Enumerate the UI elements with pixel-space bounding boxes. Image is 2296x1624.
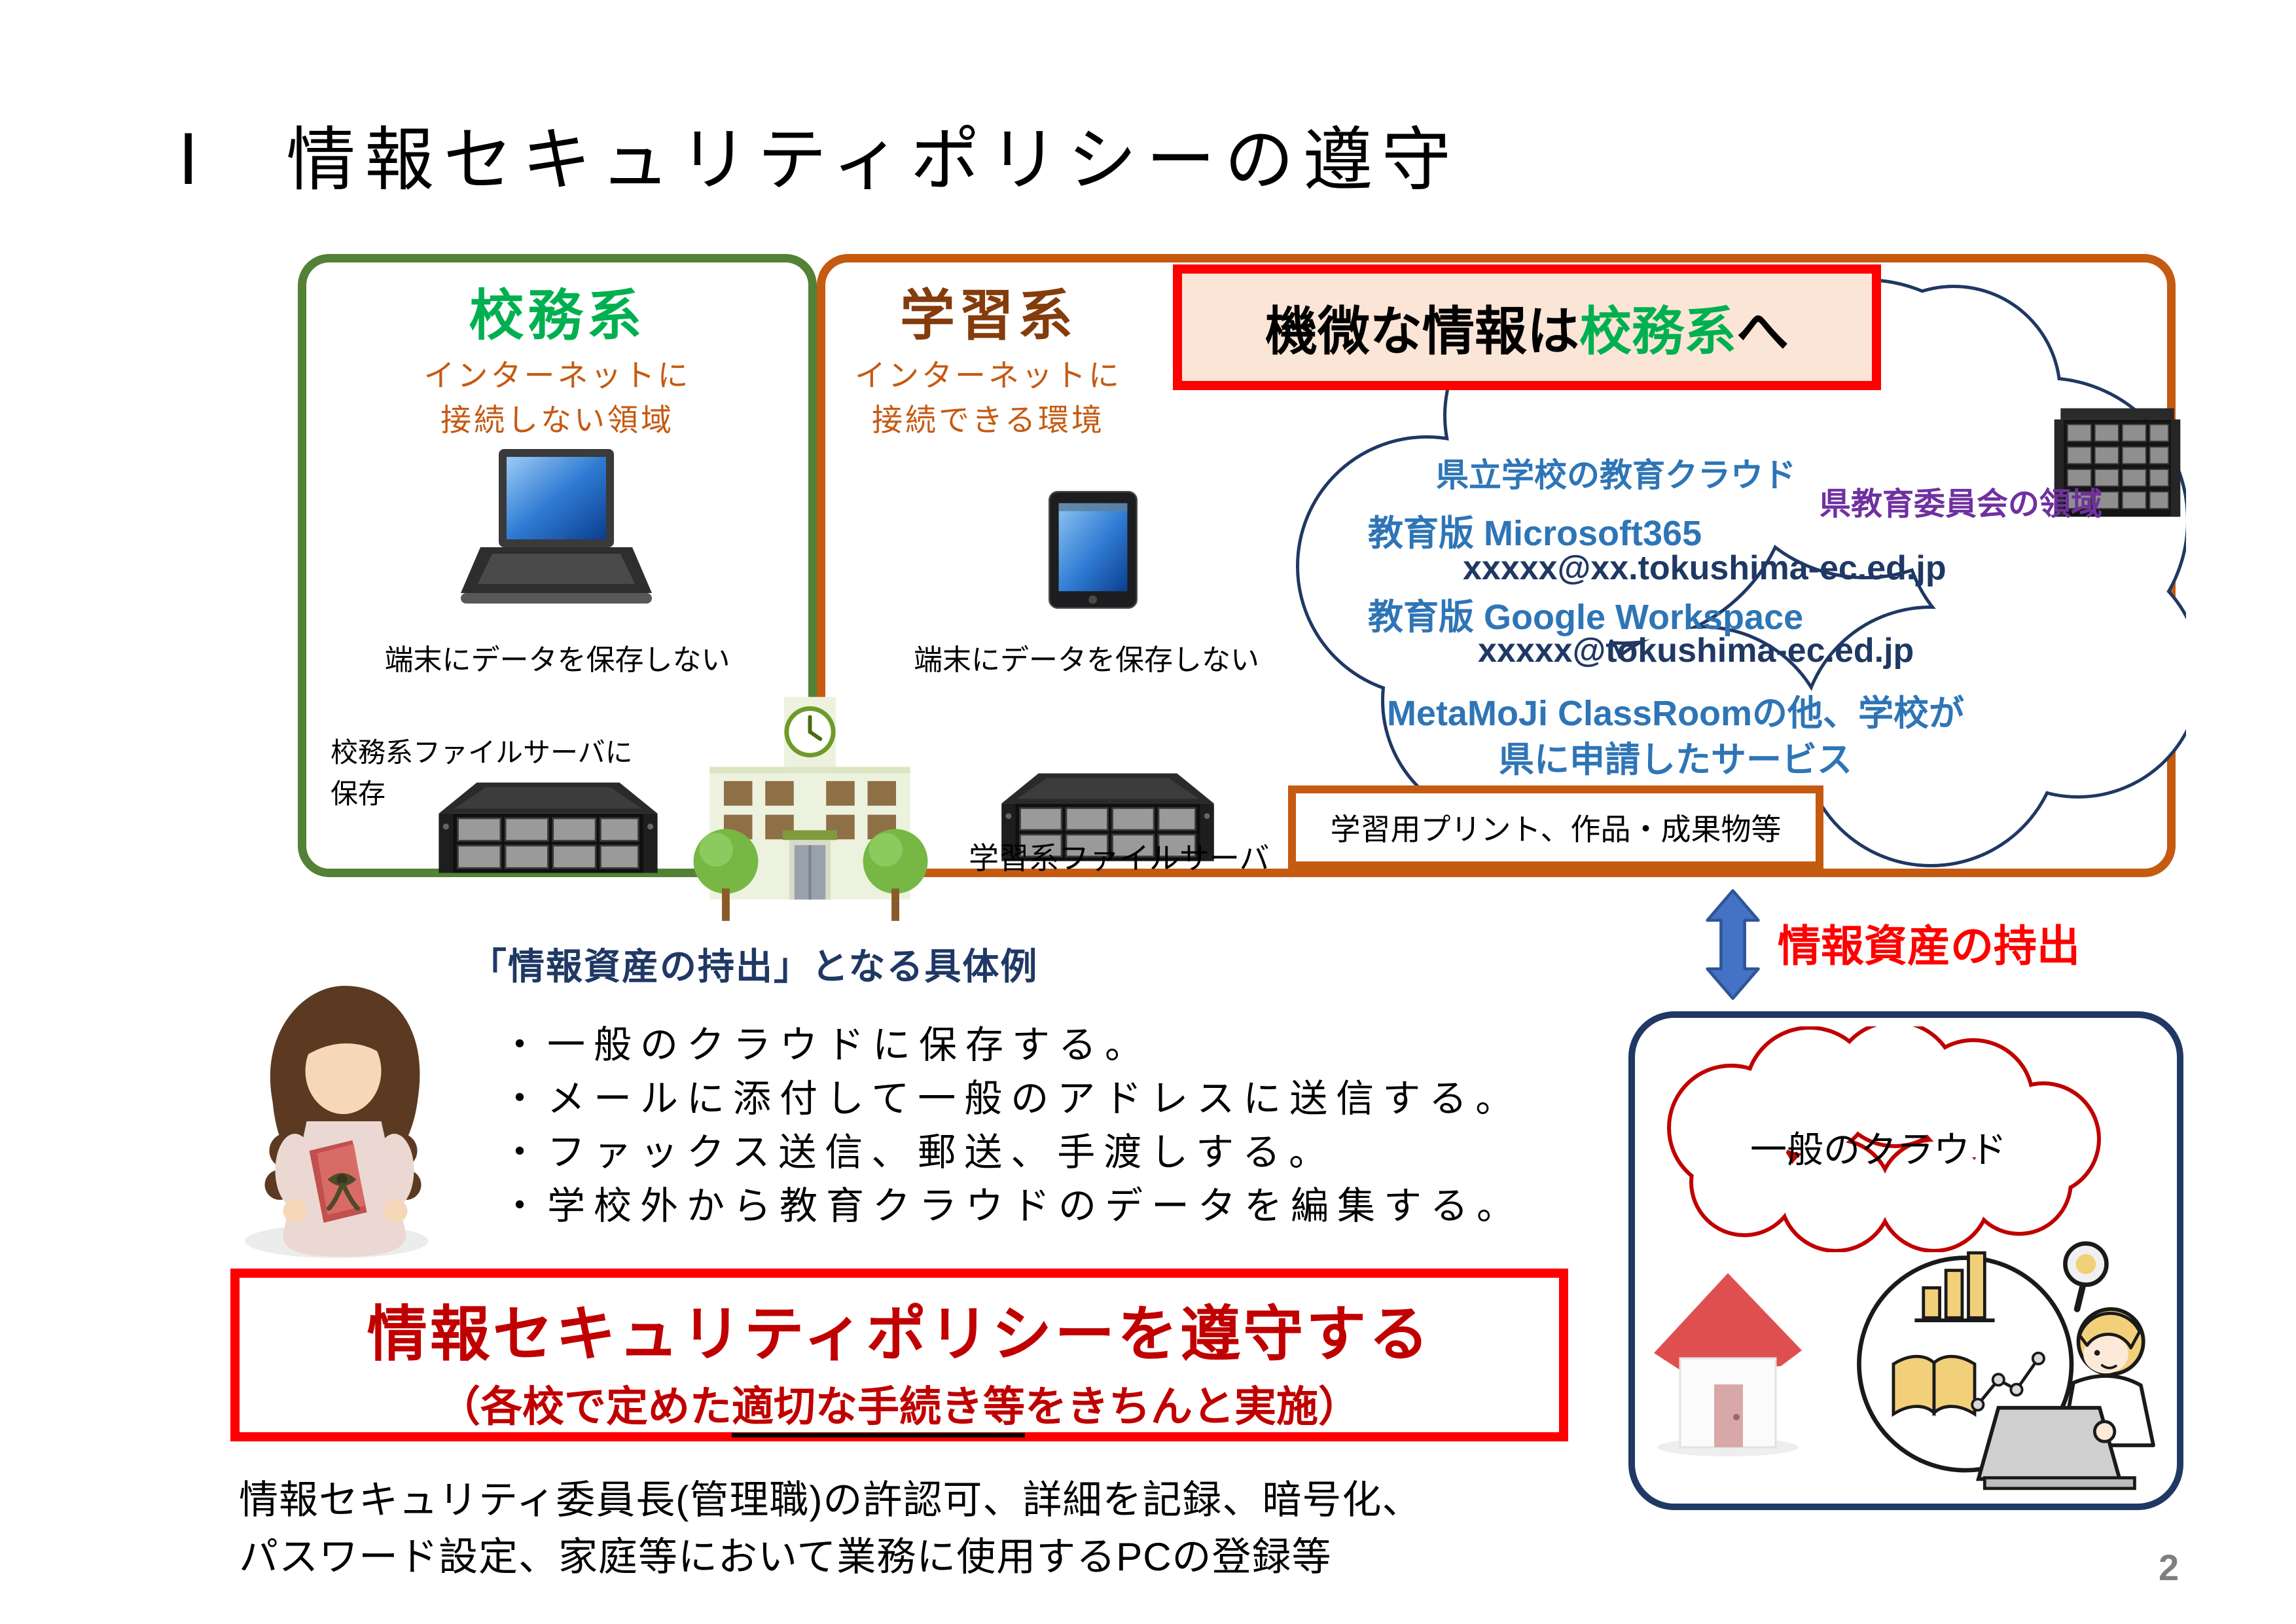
sensitive-info-banner: 機微な情報は校務系へ — [1173, 264, 1881, 390]
school-affairs-subtitle-line1: インターネットに — [423, 358, 691, 393]
examples-list: ・一般のクラウドに保存する。 ・メールに添付して一般のアドレスに送信する。 ・フ… — [501, 1019, 1523, 1233]
google-workspace-account: xxxxx@tokushima-ec.ed.jp — [1478, 632, 1914, 670]
service-google-workspace: 教育版 Google Workspace — [1368, 598, 1804, 637]
learning-title: 学習系 — [899, 285, 1077, 346]
banner-highlight: 校務系 — [1579, 302, 1736, 361]
compliance-sub-underlined: 適切な手続き等 — [732, 1383, 1025, 1437]
school-affairs-title: 校務系 — [469, 285, 646, 346]
learning-materials-box: 学習用プリント、作品・成果物等 — [1288, 785, 1823, 869]
school-affairs-subtitle: インターネットに 接続しない領域 — [298, 353, 817, 442]
learning-subtitle-line2: 接続できる環境 — [871, 403, 1105, 438]
takeout-label: 情報資産の持出 — [1778, 922, 2080, 970]
compliance-subline: （各校で定めた適切な手続き等をきちんと実施） — [230, 1373, 1568, 1437]
footnote-line2: パスワード設定、家庭等において業務に使用するPCの登録等 — [239, 1535, 1332, 1579]
school-affairs-file-server-icon — [439, 782, 658, 873]
example-item-4: ・学校外から教育クラウドのデータを編集する。 — [501, 1185, 1524, 1227]
examples-heading: 「情報資産の持出」となる具体例 — [470, 946, 1039, 987]
page-title: Ⅰ 情報セキュリティポリシーの遵守 — [178, 122, 1460, 199]
school-affairs-terminal-note: 端末にデータを保存しない — [384, 644, 730, 676]
magnifier-icon — [2063, 1241, 2109, 1312]
banner-prefix: 機微な情報は — [1265, 302, 1579, 361]
banner-suffix: へ — [1736, 302, 1789, 361]
learning-terminal-note: 端末にデータを保存しない — [914, 644, 1259, 676]
learning-subtitle-line1: インターネットに — [855, 358, 1122, 393]
cloud-server-icon — [2054, 408, 2181, 517]
service-microsoft365: 教育版 Microsoft365 — [1368, 514, 1702, 553]
prefecture-board-area-label: 県教育委員会の領域 — [1820, 487, 2103, 522]
school-building-icon — [693, 696, 928, 921]
takeout-double-arrow-icon — [1706, 889, 1760, 1000]
learning-file-server-icon — [1001, 773, 1214, 861]
compliance-sub-suffix: をきちんと実施） — [1025, 1383, 1360, 1430]
learning-server-caption: 学習系ファイルサーバ — [969, 841, 1270, 875]
school-affairs-server-caption: 校務系ファイルサーバに 保存 — [331, 732, 645, 814]
compliance-box — [230, 1269, 1568, 1441]
example-item-1: ・一般のクラウドに保存する。 — [501, 1024, 1152, 1066]
microsoft365-account: xxxxx@xx.tokushima-ec.ed.jp — [1463, 549, 1946, 587]
other-services-line1: MetaMoJi ClassRoomの他、学校が — [1386, 694, 1965, 733]
tablet-icon — [1049, 491, 1138, 609]
education-cloud-title: 県立学校の教育クラウド — [1436, 457, 1796, 494]
example-item-3: ・ファックス送信、郵送、手渡しする。 — [501, 1131, 1336, 1174]
compliance-sub-prefix: （各校で定めた — [439, 1383, 732, 1430]
learning-materials-label: 学習用プリント、作品・成果物等 — [1330, 812, 1782, 846]
school-affairs-server-caption-line2: 保存 — [331, 778, 386, 809]
footnote-line1: 情報セキュリティ委員長(管理職)の許認可、詳細を記録、暗号化、 — [239, 1478, 1422, 1522]
general-cloud-label: 一般のクラウド — [1750, 1129, 2007, 1170]
house-icon — [1654, 1273, 1802, 1456]
other-services-line2: 県に申請したサービス — [1499, 740, 1852, 780]
page-number: 2 — [2159, 1547, 2179, 1588]
example-item-2: ・メールに添付して一般のアドレスに送信する。 — [501, 1077, 1522, 1120]
school-affairs-subtitle-line2: 接続しない領域 — [440, 403, 674, 438]
school-affairs-server-caption-line1: 校務系ファイルサーバに — [331, 737, 633, 768]
laptop-icon — [461, 449, 652, 604]
footnote: 情報セキュリティ委員長(管理職)の許認可、詳細を記録、暗号化、 パスワード設定、… — [239, 1471, 1422, 1585]
learning-subtitle: インターネットに 接続できる環境 — [818, 353, 1158, 442]
remote-study-illustration — [1857, 1241, 2155, 1490]
teacher-illustration — [245, 986, 429, 1258]
compliance-headline: 情報セキュリティポリシーを遵守する — [367, 1301, 1432, 1368]
